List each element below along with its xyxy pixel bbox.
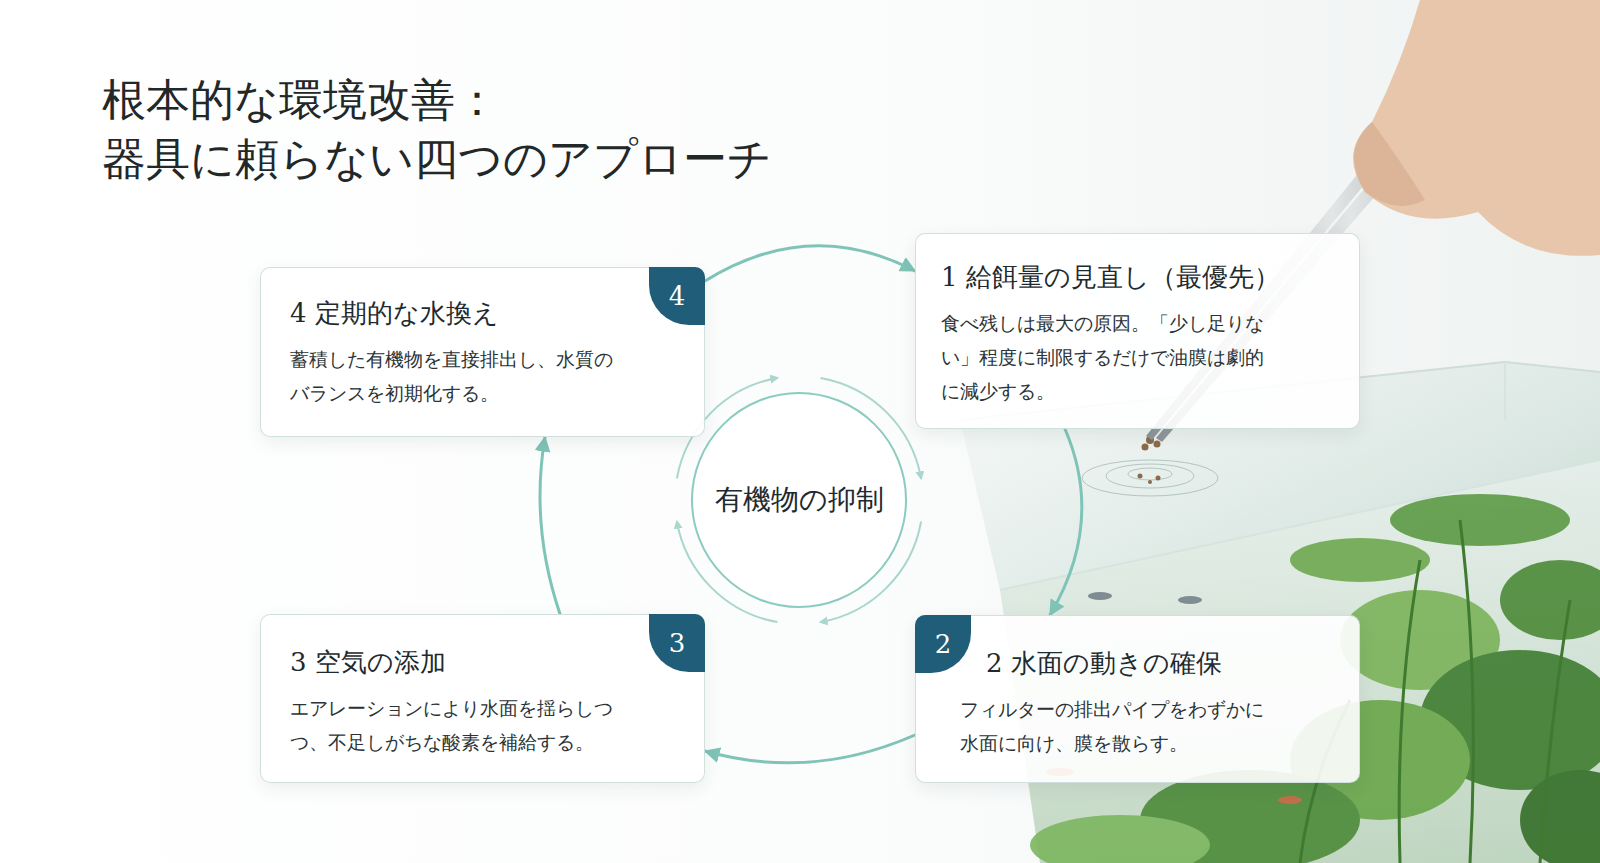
cycle-arrow <box>540 437 560 614</box>
step-card: 4 定期的な水換え蓄積した有機物を直接排出し、水質の バランスを初期化する。 <box>260 267 705 437</box>
cycle-arrow <box>1050 429 1082 615</box>
center-circle: 有機物の抑制 <box>691 392 907 608</box>
card-body: フィルターの排出パイプをわずかに 水面に向け、膜を散らす。 <box>960 692 1305 760</box>
center-label: 有機物の抑制 <box>715 482 884 518</box>
diagram-title: 根本的な環境改善： 器具に頼らない四つのアプローチ <box>102 70 862 188</box>
card-heading: 1 給餌量の見直し（最優先） <box>941 260 1359 294</box>
step-card: 1 給餌量の見直し（最優先） 食べ残しは最大の原因。「少し足りな い」程度に制限す… <box>915 233 1360 429</box>
card-heading: 2 水面の動きの確保 <box>986 646 1359 680</box>
cycle-arrow <box>705 246 915 281</box>
card-body: 食べ残しは最大の原因。「少し足りな い」程度に制限するだけで油膜は劇的 に減少す… <box>941 306 1286 408</box>
card-body: 蓄積した有機物を直接排出し、水質の バランスを初期化する。 <box>290 342 635 410</box>
step-card: 2 水面の動きの確保フィルターの排出パイプをわずかに 水面に向け、膜を散らす。 <box>915 615 1360 783</box>
step-card: 3 空気の添加エアレーションにより水面を揺らしつ つ、不足しがちな酸素を補給する… <box>260 614 705 783</box>
card-heading: 4 定期的な水換え <box>290 296 704 330</box>
card-body: エアレーションにより水面を揺らしつ つ、不足しがちな酸素を補給する。 <box>290 691 635 759</box>
cycle-arrow <box>705 735 915 763</box>
card-heading: 3 空気の添加 <box>290 645 704 679</box>
